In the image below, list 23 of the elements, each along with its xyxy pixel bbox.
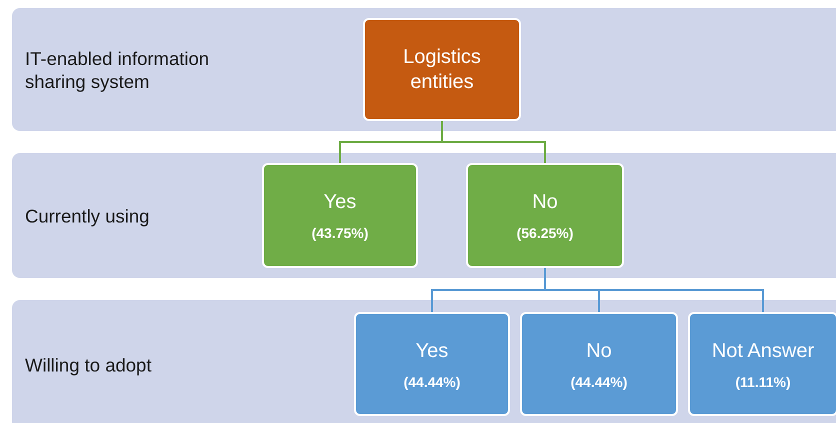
row-band bbox=[12, 8, 836, 131]
category-label: No bbox=[586, 338, 612, 364]
percentage-label: (44.44%) bbox=[404, 374, 460, 390]
category-box bbox=[520, 312, 678, 416]
percentage-label: (43.75%) bbox=[312, 225, 368, 241]
category-label: No bbox=[532, 190, 558, 215]
category-label: Yes bbox=[416, 338, 448, 364]
category-box bbox=[466, 163, 624, 268]
row-label: IT-enabled information sharing system bbox=[25, 46, 210, 93]
percentage-label: (44.44%) bbox=[570, 374, 628, 390]
percentage-label: (11.11%) bbox=[735, 374, 791, 390]
percentage-label: (56.25%) bbox=[516, 225, 574, 241]
row-band bbox=[12, 300, 836, 423]
category-box bbox=[262, 163, 418, 268]
category-box bbox=[363, 18, 521, 121]
category-box bbox=[354, 312, 510, 416]
category-label: Logistics entities bbox=[402, 44, 482, 94]
category-label: Yes bbox=[324, 190, 356, 215]
category-box bbox=[688, 312, 836, 416]
row-label: Currently using bbox=[25, 204, 150, 228]
row-label: Willing to adopt bbox=[25, 353, 152, 377]
row-band bbox=[12, 153, 836, 278]
category-label: Not Answer bbox=[712, 338, 814, 364]
